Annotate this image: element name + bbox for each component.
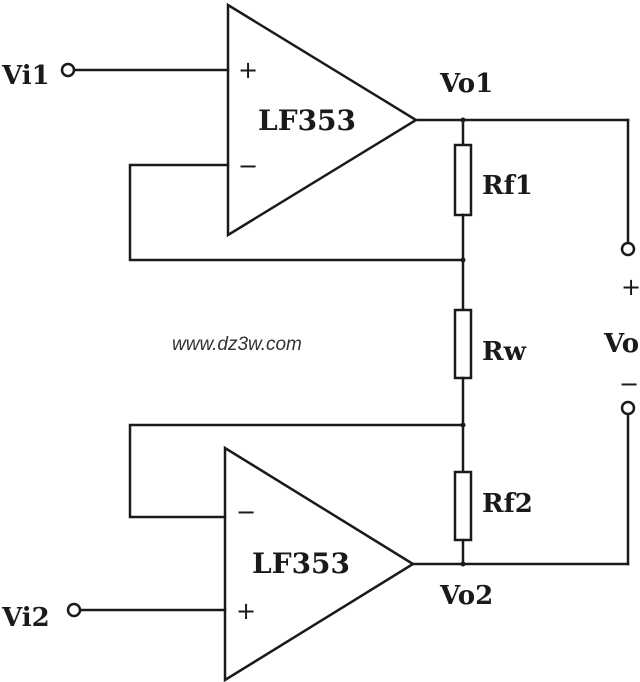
input-label-vi1: Vi1 (1, 61, 50, 91)
watermark-text: www.dz3w.com (172, 334, 302, 355)
resistor-rw (453, 308, 473, 380)
pin-minus-bottom: − (236, 498, 256, 526)
terminal-vo-plus (620, 241, 636, 257)
amp-label-bottom: LF353 (252, 547, 350, 580)
resistor-label-rw: Rw (482, 337, 527, 367)
output-label-vo1: Vo1 (439, 69, 493, 99)
terminal-vi1 (60, 62, 76, 78)
input-label-vi2: Vi2 (1, 603, 50, 633)
terminal-vo-minus (620, 400, 636, 416)
pin-plus-top: + (238, 56, 258, 84)
vo-minus-sign: − (619, 370, 639, 398)
output-label-vo2: Vo2 (439, 581, 493, 611)
resistor-label-rf1: Rf1 (482, 171, 533, 201)
junction-vo1 (460, 117, 466, 123)
output-label-vo: Vo (603, 329, 639, 359)
pin-minus-top: − (238, 152, 258, 180)
resistor-label-rf2: Rf2 (482, 489, 533, 519)
pin-plus-bottom: + (236, 597, 256, 625)
resistor-rf1 (453, 143, 473, 217)
feedback-wire-top (128, 163, 465, 262)
junction-fb-top (460, 257, 466, 263)
amp-label-top: LF353 (258, 104, 356, 137)
terminal-vi2 (66, 602, 82, 618)
vo-plus-sign: + (621, 273, 640, 301)
resistor-rf2 (453, 470, 473, 542)
feedback-wire-bottom (128, 423, 465, 519)
junction-fb-bottom (460, 422, 466, 428)
op-amp-top (226, 2, 419, 238)
junction-vo2 (460, 561, 466, 567)
op-amp-bottom (223, 445, 416, 682)
